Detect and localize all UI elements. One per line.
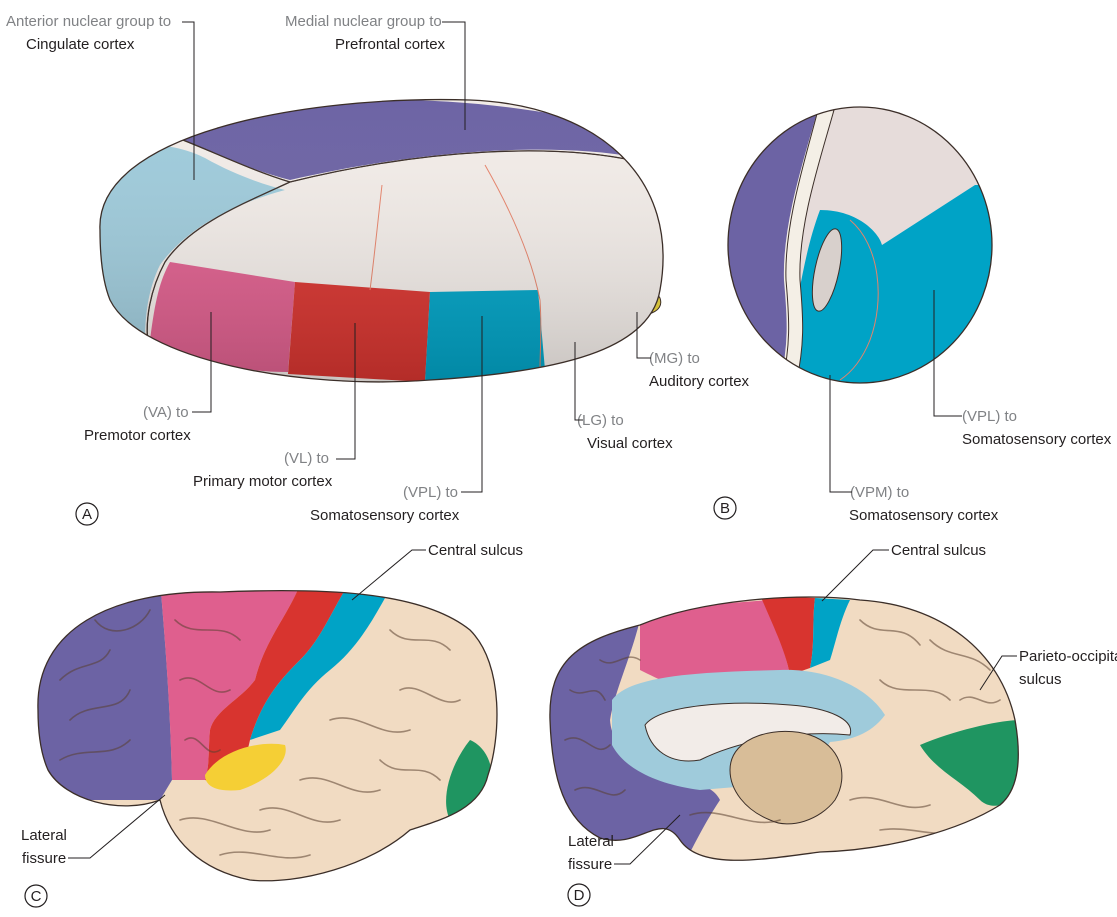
panel-c-marker bbox=[24, 884, 48, 908]
d-premotor-region bbox=[640, 600, 790, 690]
medial-label-line1: Medial nuclear group to bbox=[285, 13, 442, 30]
d-lateral-fissure-leader bbox=[614, 814, 681, 865]
c-lateral-fissure-leader bbox=[68, 794, 166, 859]
panel-b-letter: B bbox=[720, 500, 730, 517]
panel-d-marker bbox=[567, 883, 591, 907]
panel-d-medial-brain: Central sulcus Parieto-occipital sulcus … bbox=[549, 542, 1117, 907]
vpl-label-line2: Somatosensory cortex bbox=[310, 507, 460, 524]
medial-label-line2: Prefrontal cortex bbox=[335, 36, 446, 53]
d-visual-region bbox=[920, 720, 1019, 806]
vpm-label-line2: Somatosensory cortex bbox=[849, 507, 999, 524]
section-nucleus-hole bbox=[811, 228, 843, 312]
panel-c-lateral-brain: Central sulcus Lateral fissure C bbox=[21, 542, 523, 908]
b-vpl-label-line1: (VPL) to bbox=[962, 408, 1017, 425]
c-lateral-fissure-line1: Lateral bbox=[21, 827, 67, 844]
c-motor-region bbox=[205, 590, 345, 790]
d-central-sulcus-leader bbox=[821, 549, 889, 602]
panel-a-marker bbox=[75, 502, 99, 526]
panel-c-letter: C bbox=[31, 888, 42, 905]
c-lateral-fissure-line2: fissure bbox=[22, 850, 66, 867]
medial-leader bbox=[442, 21, 466, 130]
lg-leader bbox=[574, 342, 583, 421]
lg-label-line1: (LG) to bbox=[577, 412, 624, 429]
d-lateral-fissure-line2: fissure bbox=[568, 856, 612, 873]
anterior-leader bbox=[182, 21, 195, 180]
lg-label-line2: Visual cortex bbox=[587, 435, 673, 452]
b-vpl-leader bbox=[933, 290, 962, 417]
d-parieto-occipital-line2: sulcus bbox=[1019, 671, 1062, 688]
b-vpl-label-line2: Somatosensory cortex bbox=[962, 431, 1112, 448]
vpl-leader bbox=[461, 316, 483, 493]
c-central-sulcus-leader bbox=[351, 549, 426, 601]
d-prefrontal-region bbox=[549, 620, 720, 861]
c-auditory-region bbox=[205, 743, 286, 791]
vl-label-line2: Primary motor cortex bbox=[193, 473, 333, 490]
vl-label-line1: (VL) to bbox=[284, 450, 329, 467]
d-motor-region bbox=[760, 597, 815, 675]
vpl-label-line1: (VPL) to bbox=[403, 484, 458, 501]
c-somatosensory-region bbox=[250, 590, 385, 740]
anterior-label-line1: Anterior nuclear group to bbox=[6, 13, 171, 30]
anterior-label-line2: Cingulate cortex bbox=[26, 36, 135, 53]
va-leader bbox=[192, 312, 212, 413]
d-central-sulcus-label: Central sulcus bbox=[891, 542, 986, 559]
va-label-line2: Premotor cortex bbox=[84, 427, 191, 444]
va-label-line1: (VA) to bbox=[143, 404, 189, 421]
d-corpus-callosum bbox=[644, 702, 852, 762]
vpm-leader bbox=[829, 375, 852, 493]
d-thalamus-midbrain bbox=[729, 730, 843, 825]
d-parieto-occipital-leader bbox=[979, 655, 1017, 691]
panel-b-thalamus-section: (VPL) to Somatosensory cortex (VPM) to S… bbox=[713, 106, 1112, 524]
mg-leader bbox=[636, 312, 651, 359]
d-lateral-fissure-line1: Lateral bbox=[568, 833, 614, 850]
c-central-sulcus-label: Central sulcus bbox=[428, 542, 523, 559]
d-somatosensory-region bbox=[810, 598, 850, 668]
panel-d-letter: D bbox=[574, 887, 585, 904]
panel-a-thalamus: Anterior nuclear group to Cingulate cort… bbox=[6, 13, 750, 526]
mg-label-line1: (MG) to bbox=[649, 350, 700, 367]
panel-b-marker bbox=[713, 496, 737, 520]
d-parieto-occipital-line1: Parieto-occipital bbox=[1019, 648, 1117, 665]
vpm-label-line1: (VPM) to bbox=[850, 484, 909, 501]
mg-label-line2: Auditory cortex bbox=[649, 373, 750, 390]
vl-leader bbox=[336, 323, 356, 460]
panel-a-letter: A bbox=[82, 506, 92, 523]
